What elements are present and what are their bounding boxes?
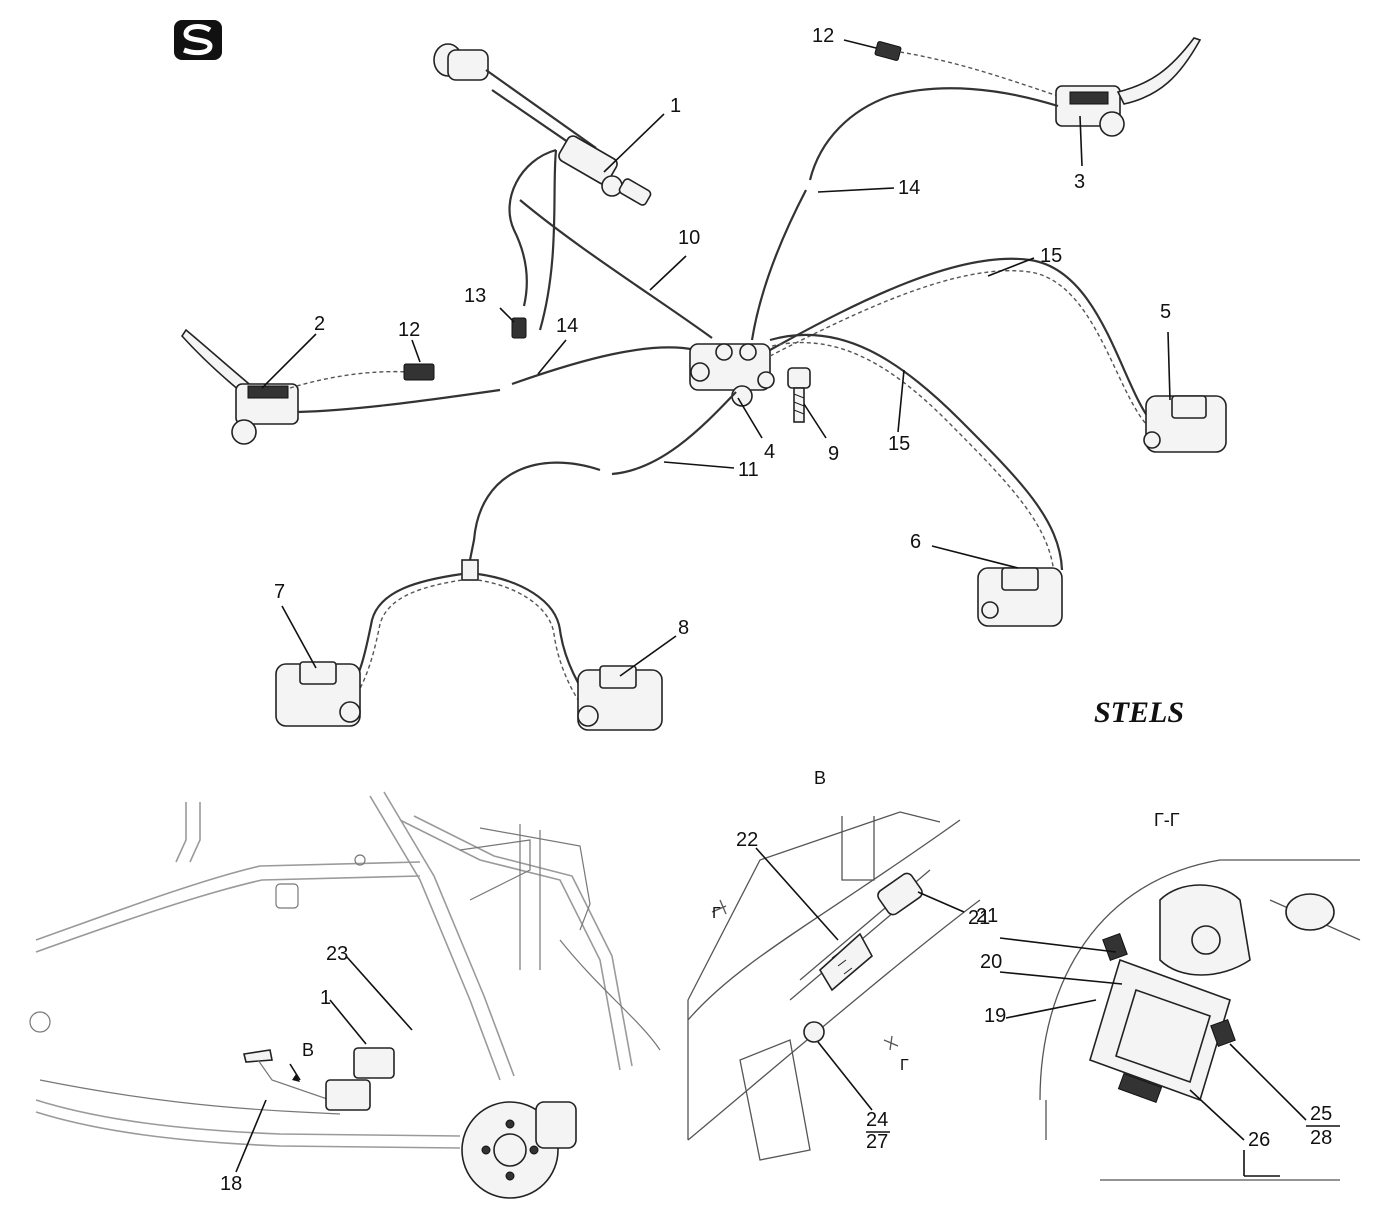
brake-tee (461, 559, 479, 581)
brake-pedal (243, 1047, 395, 1111)
callout-28: 28 (1310, 1127, 1332, 1149)
brand-logo: STELS (1094, 696, 1184, 729)
front-caliper-right (1143, 395, 1227, 453)
callouts-top: 1 2 3 4 5 6 7 8 9 10 11 12 12 13 14 14 1… (274, 25, 1171, 639)
view-b-arrow (289, 1063, 301, 1081)
callout-26: 26 (1248, 1129, 1270, 1151)
view-b-title: B (814, 768, 826, 788)
callout-11: 11 (738, 459, 759, 481)
callout-12-lower: 12 (398, 319, 420, 341)
section-mark-top: Г (712, 905, 721, 922)
view-b-detail: B Г Г 22 21 24 27 (687, 768, 990, 1161)
callout-27: 27 (866, 1131, 888, 1153)
callout-22: 22 (736, 829, 758, 851)
callout-25: 25 (1310, 1103, 1332, 1125)
callout-2: 2 (314, 313, 325, 335)
callout-3: 3 (1074, 171, 1085, 193)
callout-1-frame: 1 (320, 987, 331, 1009)
callout-14-right: 14 (898, 177, 920, 199)
callout-19: 19 (984, 1005, 1006, 1027)
callout-12-upper: 12 (812, 25, 834, 47)
callout-23: 23 (326, 943, 348, 965)
callout-9: 9 (828, 443, 839, 465)
connector-13 (511, 317, 527, 339)
section-g-title: Г-Г (1154, 810, 1180, 830)
rear-wheel-hub (461, 1101, 577, 1199)
brake-lines (180, 37, 1227, 731)
section-mark-bottom: Г (900, 1057, 909, 1074)
rear-caliper-left (275, 661, 361, 727)
callout-1: 1 (670, 95, 681, 117)
rear-master-cylinder (433, 43, 652, 331)
front-master-cylinder-right (808, 37, 1202, 181)
callout-4: 4 (764, 441, 775, 463)
frame-view: B 23 1 18 (29, 791, 661, 1199)
switch-connector-upper (874, 41, 1059, 97)
front-master-cylinder-left (180, 328, 697, 445)
callout-18: 18 (220, 1173, 242, 1195)
callout-10: 10 (678, 227, 700, 249)
callout-15-upper: 15 (1040, 245, 1062, 267)
brake-distributor (689, 343, 775, 407)
callout-20: 20 (980, 951, 1002, 973)
callout-15-lower: 15 (888, 433, 910, 455)
s-logo-icon (174, 20, 222, 60)
banjo-bolt (787, 367, 811, 423)
section-g-detail: Г-Г 21 20 19 25 28 26 (976, 810, 1361, 1181)
leader-lines (261, 39, 1171, 677)
callout-14-left: 14 (556, 315, 578, 337)
callout-8: 8 (678, 617, 689, 639)
callout-5: 5 (1160, 301, 1171, 323)
view-b-arrow-label: B (302, 1040, 314, 1060)
callout-7: 7 (274, 581, 285, 603)
callout-24: 24 (866, 1109, 888, 1131)
callout-21-section: 21 (976, 905, 998, 927)
callout-6: 6 (910, 531, 921, 553)
callout-13: 13 (464, 285, 486, 307)
front-caliper-left (977, 567, 1063, 627)
callout-21: 21 (968, 907, 990, 929)
